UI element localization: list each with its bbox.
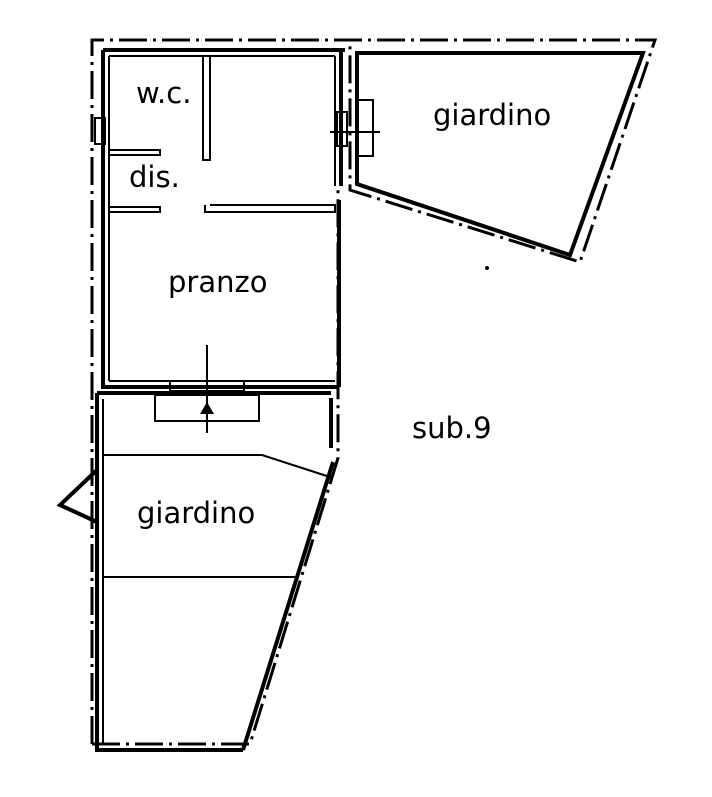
room-label-pranzo: pranzo <box>168 265 267 299</box>
window-left <box>94 117 106 145</box>
room-label-giardino-upper: giardino <box>433 98 551 132</box>
entrance-arrow <box>154 345 260 433</box>
building-walls <box>101 48 345 389</box>
interior-partitions <box>109 56 336 213</box>
garden-gate <box>56 468 99 524</box>
room-label-giardino-lower: giardino <box>137 496 255 530</box>
upper-garden <box>355 51 646 258</box>
room-label-wc: w.c. <box>136 76 191 110</box>
room-label-dis: dis. <box>129 160 180 194</box>
unit-label: sub.9 <box>412 411 492 445</box>
property-boundary <box>90 38 658 746</box>
lower-garden <box>95 391 335 752</box>
plan-dot <box>485 266 489 270</box>
